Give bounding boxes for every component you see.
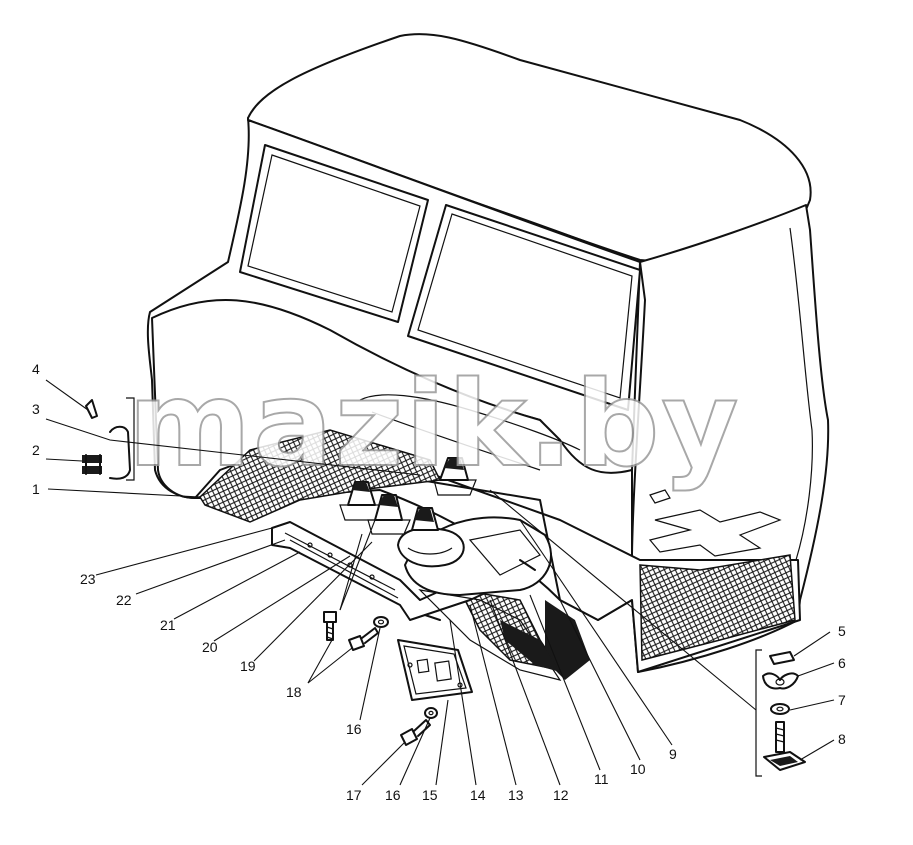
right-windshield — [407, 204, 641, 411]
callout-10: 10 — [630, 761, 646, 777]
bolt-angled — [348, 627, 379, 651]
right-floor-mat — [639, 554, 796, 661]
callout-11: 11 — [594, 771, 609, 787]
leader-lines — [45, 379, 835, 786]
callout-13: 13 — [508, 787, 524, 803]
callout-8: 8 — [838, 731, 846, 747]
latch-bracket — [82, 454, 102, 475]
callout-19: 19 — [240, 658, 256, 674]
washer-upper — [373, 616, 389, 628]
callout-9: 9 — [669, 746, 677, 762]
bolt-17 — [400, 719, 431, 746]
rubber-mount-right — [433, 457, 477, 496]
callout-16-lower: 16 — [385, 787, 401, 803]
callout-labels: 1 2 3 4 5 6 7 8 9 10 11 12 13 14 15 16 1… — [32, 361, 846, 803]
bolt-vertical — [323, 611, 337, 641]
callout-12: 12 — [553, 787, 569, 803]
callout-14: 14 — [470, 787, 486, 803]
panel-holes — [307, 542, 375, 580]
rubber-mount-center — [367, 494, 411, 535]
left-floor-mat — [199, 429, 442, 523]
watermark-text: mazik.by — [128, 355, 740, 493]
callout-7: 7 — [838, 692, 846, 708]
callout-15: 15 — [422, 787, 438, 803]
bracket-left — [126, 397, 135, 481]
wing-nut — [762, 672, 799, 690]
left-windshield — [239, 144, 429, 323]
callout-18: 18 — [286, 684, 302, 700]
cab-body — [146, 33, 830, 681]
pin-5 — [769, 651, 795, 665]
washer-7 — [770, 703, 790, 715]
callout-6: 6 — [838, 655, 846, 671]
callout-2: 2 — [32, 442, 40, 458]
callout-1: 1 — [32, 481, 40, 497]
callout-3: 3 — [32, 401, 40, 417]
callout-22: 22 — [116, 592, 132, 608]
callout-17: 17 — [346, 787, 362, 803]
callout-21: 21 — [160, 617, 176, 633]
bracket-right — [755, 649, 762, 777]
cotter-pin — [85, 399, 98, 419]
mount-plate — [397, 639, 473, 701]
floor-cross-ribs — [648, 489, 782, 557]
latch-rod — [109, 425, 131, 480]
callout-4: 4 — [32, 361, 40, 377]
callout-5: 5 — [838, 623, 846, 639]
callout-20: 20 — [202, 639, 218, 655]
t-bolt — [763, 721, 806, 771]
washer-lower — [424, 707, 438, 719]
callout-23: 23 — [80, 571, 96, 587]
callout-16-upper: 16 — [346, 721, 362, 737]
rubber-mount-left — [339, 481, 386, 521]
front-mount-assembly — [397, 507, 465, 568]
